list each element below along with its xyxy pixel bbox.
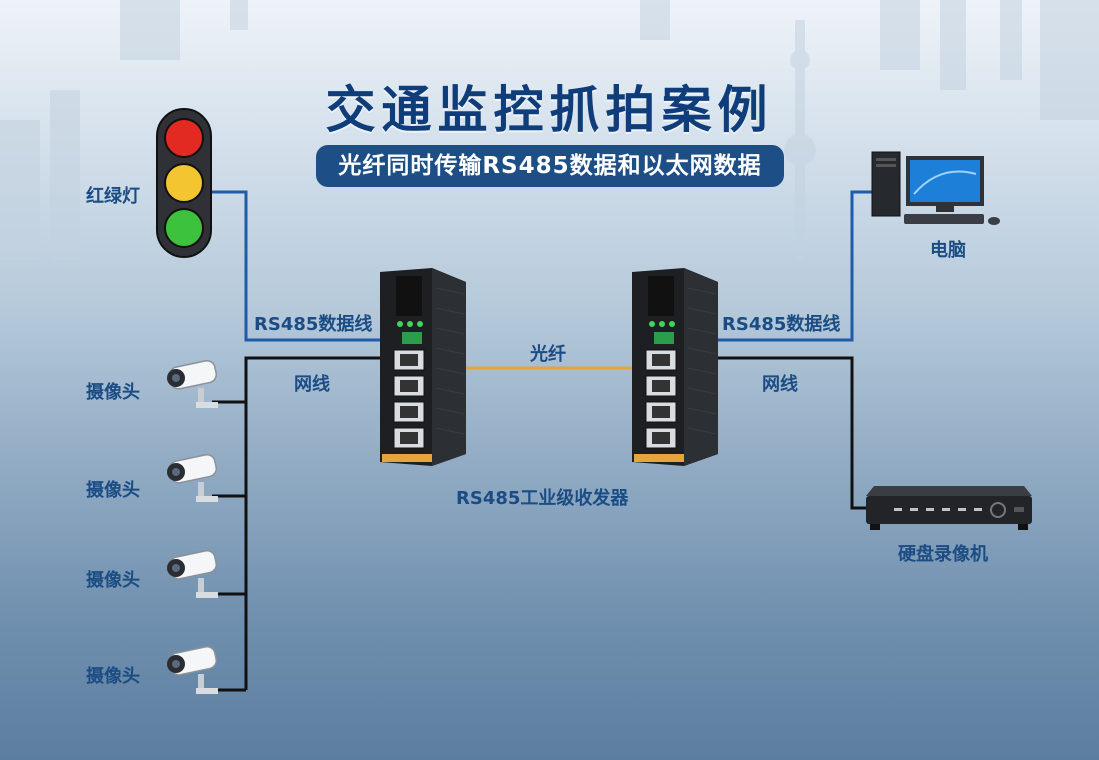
skyline-background <box>0 0 1099 260</box>
traffic-light-icon <box>156 108 212 258</box>
camera-label-3: 摄像头 <box>86 570 140 591</box>
subtitle-banner: 光纤同时传输RS485数据和以太网数据 <box>316 145 784 187</box>
transceiver-label: RS485工业级收发器 <box>456 488 629 509</box>
network-wire-right <box>714 356 866 510</box>
network-wire-left <box>244 356 384 690</box>
rs485-label-right: RS485数据线 <box>722 314 841 335</box>
network-label-left: 网线 <box>294 374 330 395</box>
camera-label-4: 摄像头 <box>86 666 140 687</box>
security-camera-icon <box>167 549 218 598</box>
network-label-right: 网线 <box>762 374 798 395</box>
page-title: 交通监控抓拍案例 <box>325 81 774 139</box>
rs485-wire-right <box>714 190 872 342</box>
camera-label-2: 摄像头 <box>86 480 140 501</box>
nvr-recorder-icon <box>866 486 1032 530</box>
desktop-computer-icon <box>871 151 1000 225</box>
security-camera-icon <box>167 453 218 502</box>
rs485-label-left: RS485数据线 <box>254 314 373 335</box>
security-camera-icon <box>167 359 218 408</box>
fiber-label: 光纤 <box>530 344 566 365</box>
nvr-label: 硬盘录像机 <box>898 544 988 565</box>
camera-label-1: 摄像头 <box>86 382 140 403</box>
traffic-light-label: 红绿灯 <box>86 186 140 207</box>
rs485-wire-left <box>210 190 384 342</box>
computer-label: 电脑 <box>930 240 966 261</box>
industrial-switch-icon <box>380 268 466 466</box>
security-camera-icon <box>167 645 218 694</box>
industrial-switch-icon <box>632 268 718 466</box>
